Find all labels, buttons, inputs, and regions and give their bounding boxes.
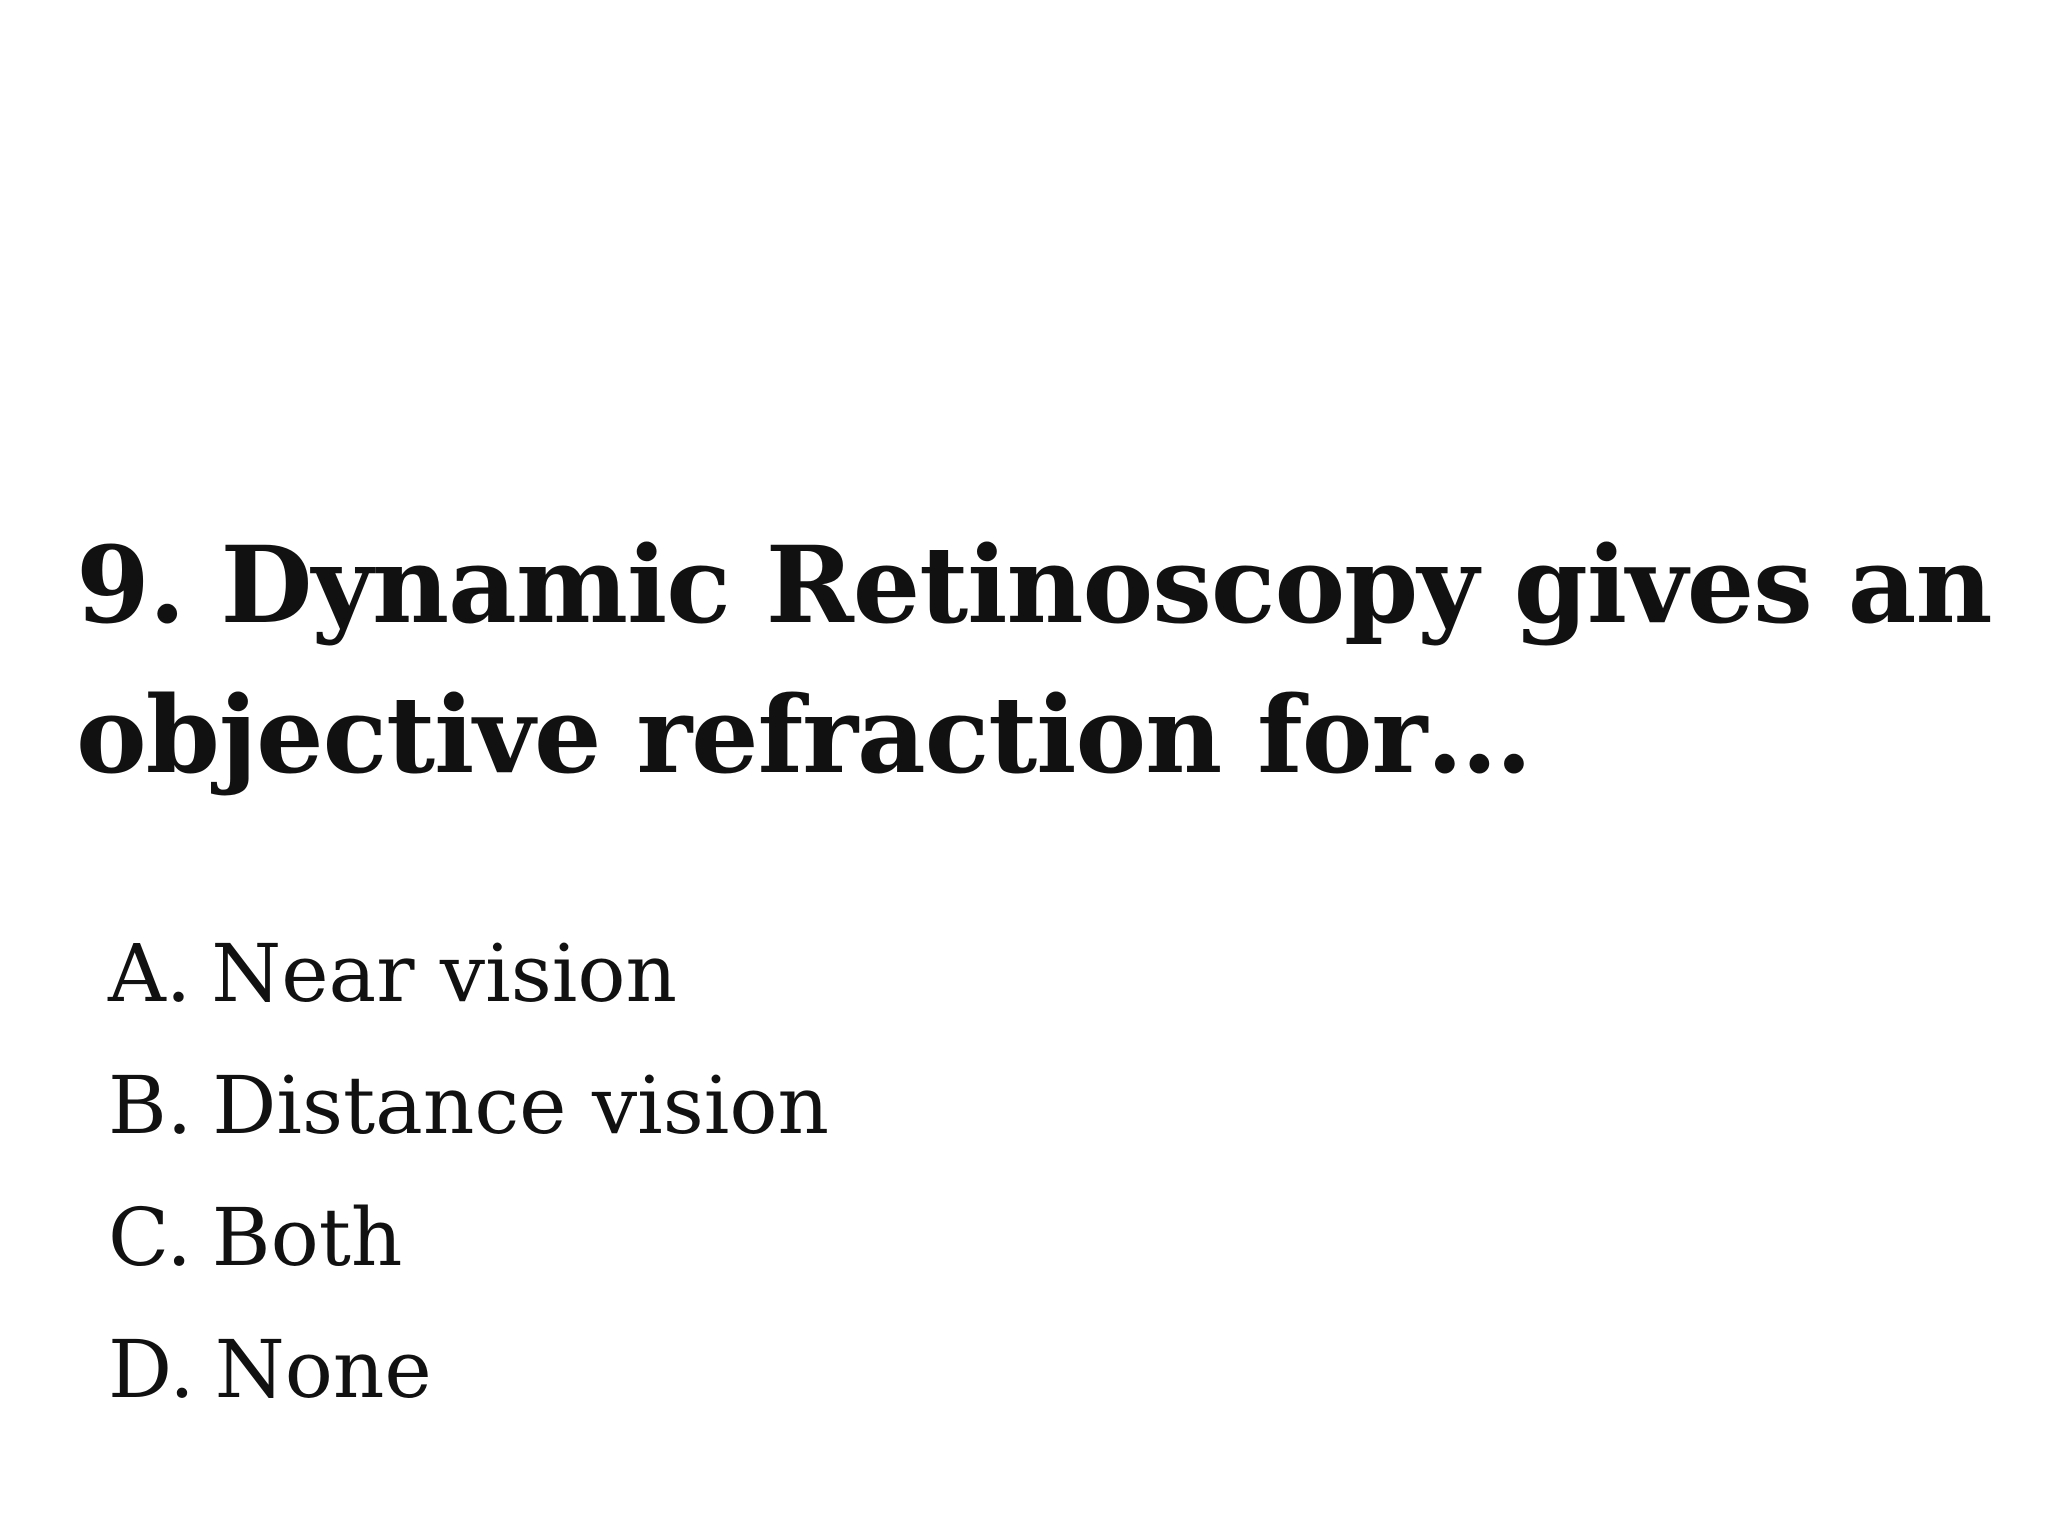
option-c: C.Both: [108, 1172, 829, 1304]
option-a: A.Near vision: [108, 908, 829, 1040]
answer-options-list: A.Near vision B.Distance vision C.Both D…: [108, 908, 829, 1436]
option-letter: D.: [108, 1323, 195, 1416]
option-b: B.Distance vision: [108, 1040, 829, 1172]
option-text: Near vision: [211, 927, 678, 1020]
option-letter: B.: [108, 1059, 193, 1152]
option-text: Both: [211, 1191, 403, 1284]
option-text: Distance vision: [212, 1059, 830, 1152]
option-letter: A.: [108, 927, 192, 1020]
question-title: 9. Dynamic Retinoscopy gives an objectiv…: [76, 522, 1993, 797]
option-text: None: [214, 1323, 432, 1416]
option-letter: C.: [108, 1191, 192, 1284]
option-d: D.None: [108, 1304, 829, 1436]
